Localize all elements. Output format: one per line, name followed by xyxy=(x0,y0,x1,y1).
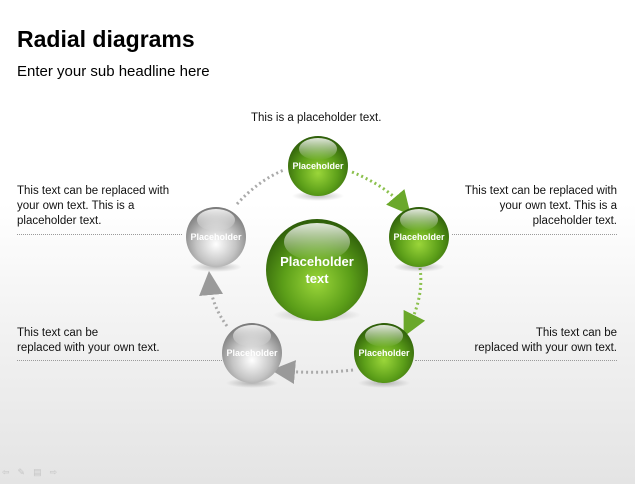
note-line: your own text. This is a xyxy=(499,200,617,212)
next-arrow-icon[interactable]: ⇨ xyxy=(49,467,58,477)
note-left-lower: This text can be replaced with your own … xyxy=(17,326,160,356)
node-left: Placeholder xyxy=(186,207,246,272)
note-top-line: This is a placeholder text. xyxy=(251,112,382,124)
previous-arrow-icon[interactable]: ⇦ xyxy=(2,467,10,477)
note-right-lower: This text can be replaced with your own … xyxy=(474,326,617,356)
note-line: placeholder text. xyxy=(532,215,617,227)
divider-right-lower xyxy=(415,360,617,361)
arrow-right-to-bottom-right xyxy=(403,267,426,337)
arrow-top-to-right xyxy=(351,170,411,216)
note-left-upper: This text can be replaced with your own … xyxy=(17,184,169,229)
note-line: replaced with your own text. xyxy=(474,342,617,354)
node-left-label: Placeholder xyxy=(190,232,242,242)
menu-icon[interactable]: ▤ xyxy=(33,467,42,477)
arrow-left-to-top xyxy=(235,168,285,206)
center-node-label-line2: text xyxy=(305,271,329,286)
note-line: This text can be replaced with xyxy=(464,185,617,197)
slideshow-toolbar: ⇦ ✎ ▤ ⇨ xyxy=(2,467,57,478)
arrow-bottom-left-to-left xyxy=(199,271,229,327)
note-line: This text can be xyxy=(17,327,99,339)
note-top: This is a placeholder text. xyxy=(251,111,381,126)
slide-title: Radial diagrams xyxy=(17,26,195,52)
note-line: your own text. This is a xyxy=(17,200,135,212)
note-line: replaced with your own text. xyxy=(17,342,160,354)
node-bottom-left-label: Placeholder xyxy=(226,348,278,358)
center-node: Placeholder text xyxy=(266,219,368,322)
node-bottom-left: Placeholder xyxy=(222,323,282,388)
divider-right-upper xyxy=(452,234,617,235)
arrow-bottom-right-to-bottom-left xyxy=(271,360,354,384)
divider-left-upper xyxy=(17,234,182,235)
pen-icon[interactable]: ✎ xyxy=(17,467,26,477)
node-top-label: Placeholder xyxy=(292,161,344,171)
node-bottom-right-label: Placeholder xyxy=(358,348,410,358)
note-right-upper: This text can be replaced with your own … xyxy=(465,184,617,229)
node-top: Placeholder xyxy=(288,136,348,201)
node-right-label: Placeholder xyxy=(393,232,445,242)
note-line: This text can be xyxy=(535,327,617,339)
center-node-label-line1: Placeholder xyxy=(280,254,354,269)
slide-subtitle: Enter your sub headline here xyxy=(17,63,210,80)
note-line: This text can be replaced with xyxy=(17,185,170,197)
node-right: Placeholder xyxy=(389,207,449,272)
divider-left-lower xyxy=(17,360,222,361)
node-bottom-right: Placeholder xyxy=(354,323,414,388)
note-line: placeholder text. xyxy=(17,215,102,227)
